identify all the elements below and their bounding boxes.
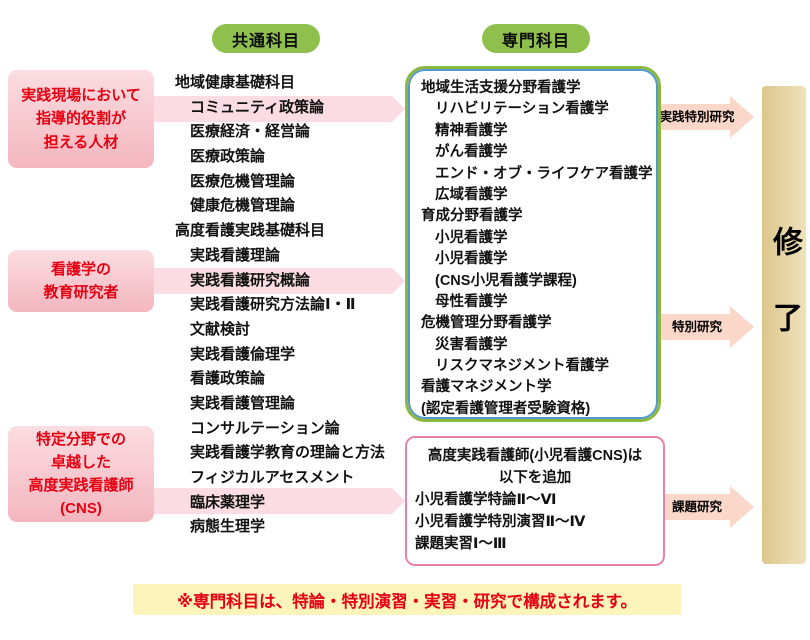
addition-item: 課題実習Ⅰ～Ⅲ [415,536,507,552]
specialty-item: がん看護学 [435,144,508,161]
specialty-item: 小児看護学 [435,229,508,246]
arrow-label: 特別研究 [671,320,722,334]
completion-label: 修了 [768,226,801,378]
subject-item: 実践看護管理論 [190,394,296,412]
subject-item: 健康危機管理論 [190,197,296,215]
subject-item: 実践看護研究概論 [190,271,311,289]
arrow-project-research: 課題研究 [656,486,754,528]
subject-item: 臨床薬理学 [190,493,266,511]
subject-item: フィジカルアセスメント [190,469,355,486]
subject-item: 文献検討 [190,320,251,338]
subject-item: 実践看護学教育の理論と方法 [190,444,386,462]
specialized-subjects-label: 専門科目 [482,24,590,53]
connector-band-middle [150,268,405,294]
addition-item: 小児看護学特論Ⅱ～Ⅵ [415,492,557,508]
subject-item: 看護政策論 [190,370,266,388]
subject-item: 実践看護理論 [190,246,281,264]
subject-item: コンサルテーション論 [190,419,340,437]
arrow-practical-special-research: 実践特別研究 [656,96,754,138]
specialty-subjects-box: 地域生活支援分野看護学 リハビリテーション看護学 精神看護学 がん看護学 エンド… [405,66,661,422]
specialty-group-heading: 地域生活支援分野看護学 [421,80,581,96]
specialty-group-heading: 育成分野看護学 [421,208,523,225]
goal-box-leaders: 実践現場において 指導的役割が 担える人材 [8,70,154,168]
specialty-item: 小児看護学 [435,251,508,268]
arrow-head-icon [730,96,754,138]
arrow-head-icon [730,486,754,528]
subject-item: 実践看護倫理学 [190,345,296,363]
specialty-item: 広域看護学 [435,186,508,203]
specialty-item: リスクマネジメント看護学 [435,358,609,375]
subject-group-heading: 地域健康基礎科目 [175,74,296,91]
arrow-head-icon [730,306,754,348]
cns-addition-items: 小児看護学特論Ⅱ～Ⅵ 小児看護学特別演習Ⅱ～Ⅳ 課題実習Ⅰ～Ⅲ [415,489,655,555]
subject-group-heading: 高度看護実践基礎科目 [175,222,326,240]
specialty-group-heading: 危機管理分野看護学 [421,315,552,332]
subject-item: 医療政策論 [190,148,266,166]
specialty-item: 母性看護学 [435,293,508,310]
cns-addition-box: 高度実践看護師(小児看護CNS)は 以下を追加 小児看護学特論Ⅱ～Ⅵ 小児看護学… [405,436,665,566]
arrow-special-research: 特別研究 [656,306,754,348]
specialty-item-continuation: (CNS小児看護学課程) [435,272,577,289]
cns-addition-title: 高度実践看護師(小児看護CNS)は 以下を追加 [427,448,643,486]
specialty-item-note: (認定看護管理者受験資格) [421,400,591,417]
goal-box-cns: 特定分野での 卓越した 高度実践看護師 (CNS) [8,426,154,522]
subject-item: 医療経済・経営論 [190,123,311,141]
common-subjects-list: 地域健康基礎科目 コミュニティ政策論 医療経済・経営論 医療政策論 医療危機管理… [175,71,385,540]
subject-item: 病態生理学 [190,518,266,536]
specialty-subjects-list: 地域生活支援分野看護学 リハビリテーション看護学 精神看護学 がん看護学 エンド… [421,78,653,420]
subject-item: 実践看護研究方法論Ⅰ・Ⅱ [190,296,356,314]
subject-item: 医療危機管理論 [190,172,296,190]
specialty-group-heading: 看護マネジメント学 [421,379,552,396]
connector-band-bottom [150,488,405,514]
addition-item: 小児看護学特別演習Ⅱ～Ⅳ [415,514,586,530]
arrow-label: 実践特別研究 [659,110,735,124]
subject-item: コミュニティ政策論 [190,98,325,116]
specialty-item: エンド・オブ・ライフケア看護学 [435,165,653,182]
goal-box-educators-researchers: 看護学の 教育研究者 [8,250,154,312]
arrow-body [656,494,730,520]
common-subjects-label: 共通科目 [212,24,320,53]
specialty-item: 災害看護学 [435,336,508,353]
arrow-body [656,104,730,130]
arrow-body [656,314,730,340]
specialty-item: 精神看護学 [435,122,508,139]
footnote-banner: ※専門科目は、特論・特別演習・実習・研究で構成されます。 [133,584,681,615]
completion-box: 修了 [762,86,806,564]
specialty-item: リハビリテーション看護学 [435,101,609,118]
connector-band-top [150,96,405,122]
arrow-label: 課題研究 [671,500,722,514]
